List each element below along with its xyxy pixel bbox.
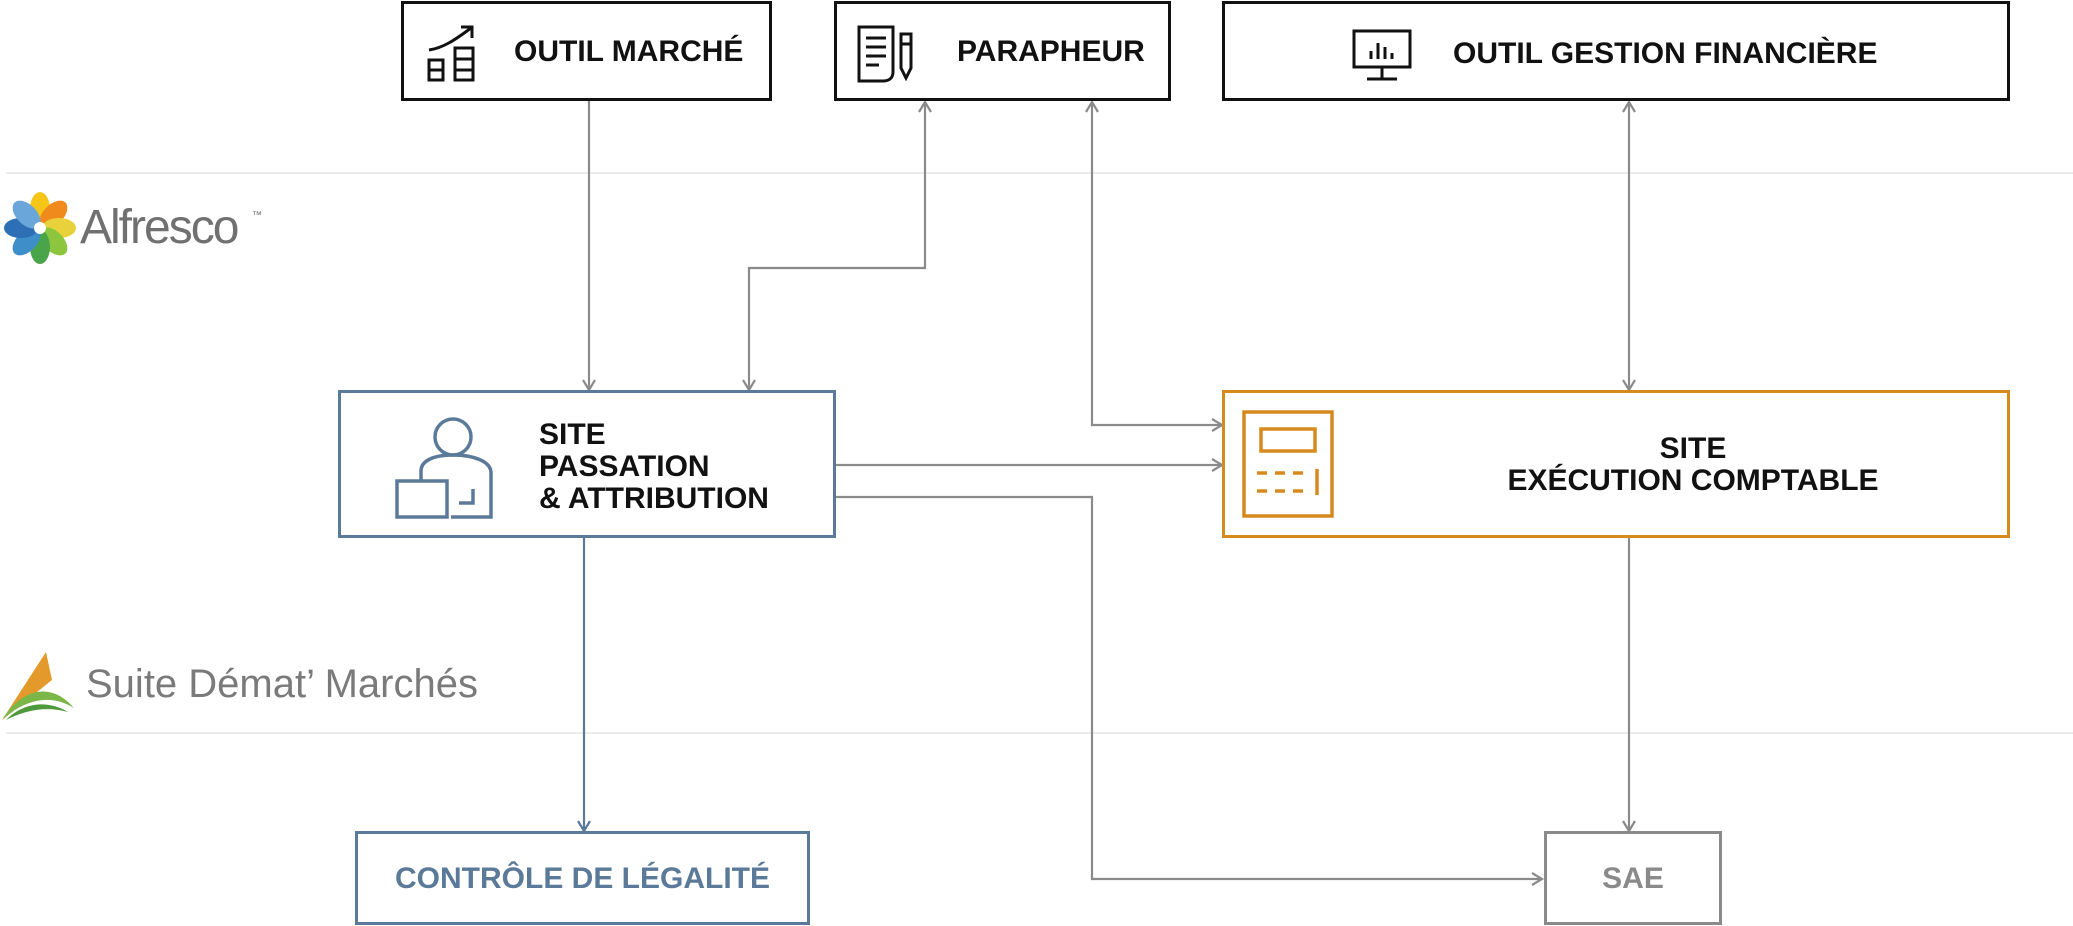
- user-desk-icon: [395, 417, 493, 519]
- node-site-execution-line2: EXÉCUTION COMPTABLE: [1507, 464, 1879, 497]
- node-site-passation: SITE PASSATION & ATTRIBUTION: [338, 390, 836, 538]
- alfresco-logo: Alfresco ™: [2, 190, 272, 270]
- node-parapheur: PARAPHEUR: [834, 1, 1171, 101]
- suite-demat-logo: Suite Démat’ Marchés: [0, 650, 500, 724]
- node-outil-marche: OUTIL MARCHÉ: [401, 1, 772, 101]
- monitor-chart-icon: [1352, 29, 1412, 81]
- node-site-passation-line2: PASSATION: [539, 450, 710, 483]
- calculator-icon: [1242, 410, 1334, 518]
- document-pen-icon: [857, 25, 913, 83]
- node-site-execution-line1: SITE: [1659, 432, 1727, 465]
- edge-parapheur-execution: [1085, 99, 1225, 432]
- edge-parapheur-passation: [742, 99, 932, 393]
- chart-growth-icon: [427, 25, 475, 82]
- alfresco-trademark: ™: [252, 210, 262, 221]
- separator-top: [6, 172, 2073, 174]
- separator-bottom: [6, 732, 2073, 734]
- edge-passation-to-sae: [836, 495, 1545, 886]
- node-site-passation-line1: SITE: [539, 418, 606, 451]
- suite-demat-wordmark: Suite Démat’ Marchés: [86, 662, 478, 706]
- node-controle-legalite: CONTRÔLE DE LÉGALITÉ: [355, 831, 810, 925]
- node-controle-legalite-label: CONTRÔLE DE LÉGALITÉ: [395, 862, 770, 895]
- alfresco-wordmark: Alfresco: [80, 201, 239, 254]
- node-parapheur-label: PARAPHEUR: [957, 35, 1145, 68]
- node-site-execution: SITE EXÉCUTION COMPTABLE: [1222, 390, 2010, 538]
- node-sae: SAE: [1544, 831, 1722, 925]
- node-outil-gestion: OUTIL GESTION FINANCIÈRE: [1222, 1, 2010, 101]
- node-site-passation-line3: & ATTRIBUTION: [539, 482, 769, 515]
- node-outil-gestion-label: OUTIL GESTION FINANCIÈRE: [1453, 37, 1878, 70]
- node-sae-label: SAE: [1602, 862, 1664, 895]
- suite-demat-mark-icon: [2, 652, 74, 720]
- alfresco-flower-icon: [4, 192, 76, 264]
- node-outil-marche-label: OUTIL MARCHÉ: [514, 35, 744, 68]
